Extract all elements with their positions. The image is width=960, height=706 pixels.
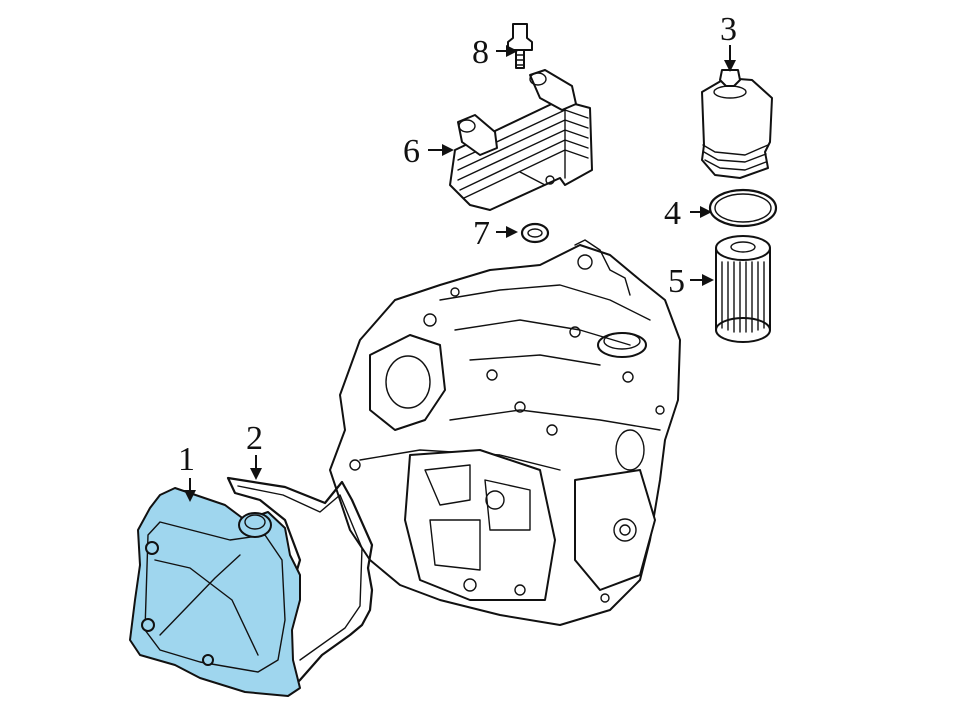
oil-filter-element <box>715 235 771 343</box>
o-ring-large <box>708 188 778 228</box>
oil-cooler <box>449 69 593 211</box>
callout-3: 3 <box>720 11 737 48</box>
callout-4: 4 <box>664 195 681 232</box>
callout-5: 5 <box>668 263 685 300</box>
transmission-housing <box>329 239 681 626</box>
o-ring-small <box>520 222 550 244</box>
filter-housing-cap <box>701 69 773 179</box>
pan-gasket <box>226 476 374 692</box>
bolt <box>507 23 533 69</box>
callout-1: 1 <box>178 441 195 478</box>
callout-6: 6 <box>403 133 420 170</box>
transmission-oil-pan <box>129 487 301 697</box>
callout-8: 8 <box>472 34 489 71</box>
callout-2: 2 <box>246 420 263 457</box>
callout-7: 7 <box>473 215 490 252</box>
callout-arrows <box>184 45 736 502</box>
